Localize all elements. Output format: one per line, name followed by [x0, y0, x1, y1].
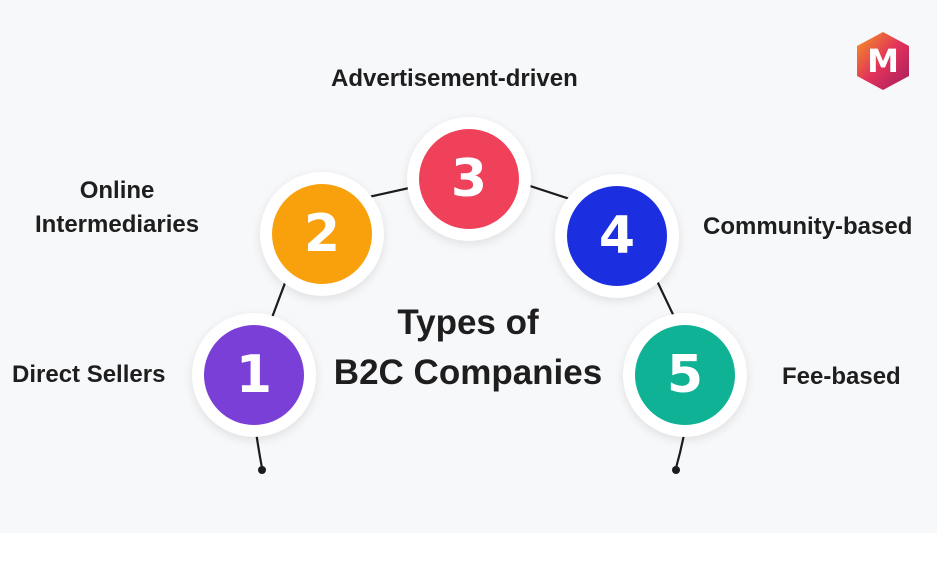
- node-1-disc: 1: [204, 325, 304, 425]
- diagram-canvas: 1 2 3 4 5 Direct Sellers Online Intermed…: [12, 30, 914, 474]
- brand-logo-hexagon-icon: [857, 32, 909, 90]
- label-online-intermediaries-line-2: Intermediaries: [35, 211, 200, 238]
- label-online-intermediaries-line-1: Online: [79, 177, 155, 204]
- node-5: 5: [623, 313, 747, 437]
- diagram-title-line-1: Types of: [397, 303, 539, 342]
- diagram-title: Types of B2C Companies: [318, 298, 618, 398]
- node-2-disc: 2: [272, 184, 372, 284]
- node-3: 3: [407, 117, 531, 241]
- label-online-intermediaries: Online Intermediaries: [35, 174, 199, 242]
- brand-logo: M: [852, 30, 914, 92]
- label-fee-based: Fee-based: [782, 363, 901, 390]
- diagram-title-line-2: B2C Companies: [333, 353, 603, 392]
- arc-end-dot-right: [672, 466, 680, 474]
- label-advertisement-driven: Advertisement-driven: [331, 65, 578, 92]
- label-direct-sellers: Direct Sellers: [12, 361, 166, 388]
- node-5-disc: 5: [635, 325, 735, 425]
- brand-logo-letter: M: [867, 42, 899, 80]
- node-4-disc: 4: [567, 186, 667, 286]
- node-2: 2: [260, 172, 384, 296]
- label-community-based: Community-based: [703, 213, 913, 240]
- node-3-disc: 3: [419, 129, 519, 229]
- arc-end-dot-left: [258, 466, 266, 474]
- node-1: 1: [192, 313, 316, 437]
- node-4: 4: [555, 174, 679, 298]
